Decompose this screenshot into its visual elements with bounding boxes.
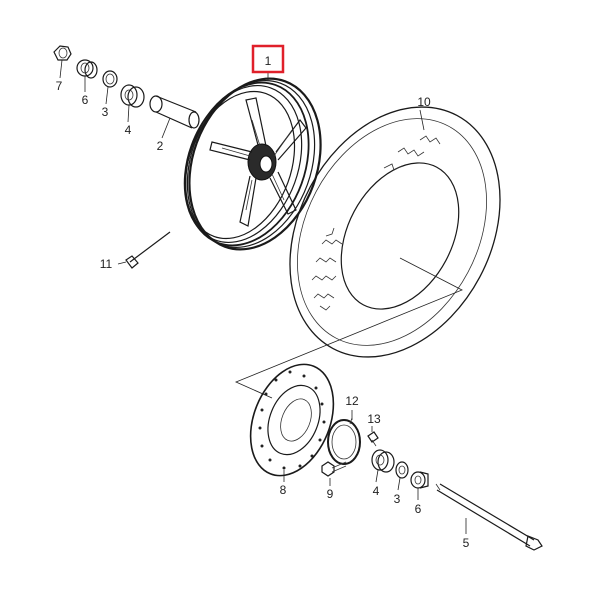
- part-9-disc-bolt: [321, 461, 347, 477]
- callout-4-lower: 4: [373, 484, 380, 498]
- part-3-lower-seal: [395, 461, 409, 479]
- callout-5: 5: [463, 536, 470, 550]
- callout-6-lower: 6: [415, 502, 422, 516]
- callout-13: 13: [367, 412, 381, 426]
- part-10-tire: [234, 106, 501, 399]
- callout-6: 6: [82, 93, 89, 107]
- part-13-screw: [367, 431, 379, 447]
- part-8-brake-disc: [249, 363, 335, 477]
- part-11-valve: [125, 231, 171, 269]
- callout-12: 12: [345, 394, 359, 408]
- callout-10: 10: [417, 95, 431, 109]
- part-1-wheel-rim: [183, 77, 322, 251]
- part-6-lower-collar: [410, 471, 429, 489]
- callout-9: 9: [327, 487, 334, 501]
- part-2-spacer: [149, 95, 200, 129]
- callout-8: 8: [280, 483, 287, 497]
- part-3-dust-seal: [102, 70, 118, 88]
- callout-3: 3: [102, 105, 109, 119]
- callout-4: 4: [125, 123, 132, 137]
- callout-1: 1: [265, 54, 272, 68]
- part-12-speedo-ring: [327, 417, 361, 465]
- part-6-collar: [76, 59, 98, 79]
- part-7-cap-nut: [53, 45, 72, 61]
- part-5-axle: [435, 483, 543, 551]
- part-4-lower-bearing: [371, 449, 395, 473]
- part-4-bearing: [120, 84, 145, 108]
- callout-2: 2: [157, 139, 164, 153]
- highlight-box: [251, 44, 285, 74]
- callout-11: 11: [100, 257, 113, 271]
- callout-3-lower: 3: [394, 492, 401, 506]
- callout-7: 7: [56, 79, 63, 93]
